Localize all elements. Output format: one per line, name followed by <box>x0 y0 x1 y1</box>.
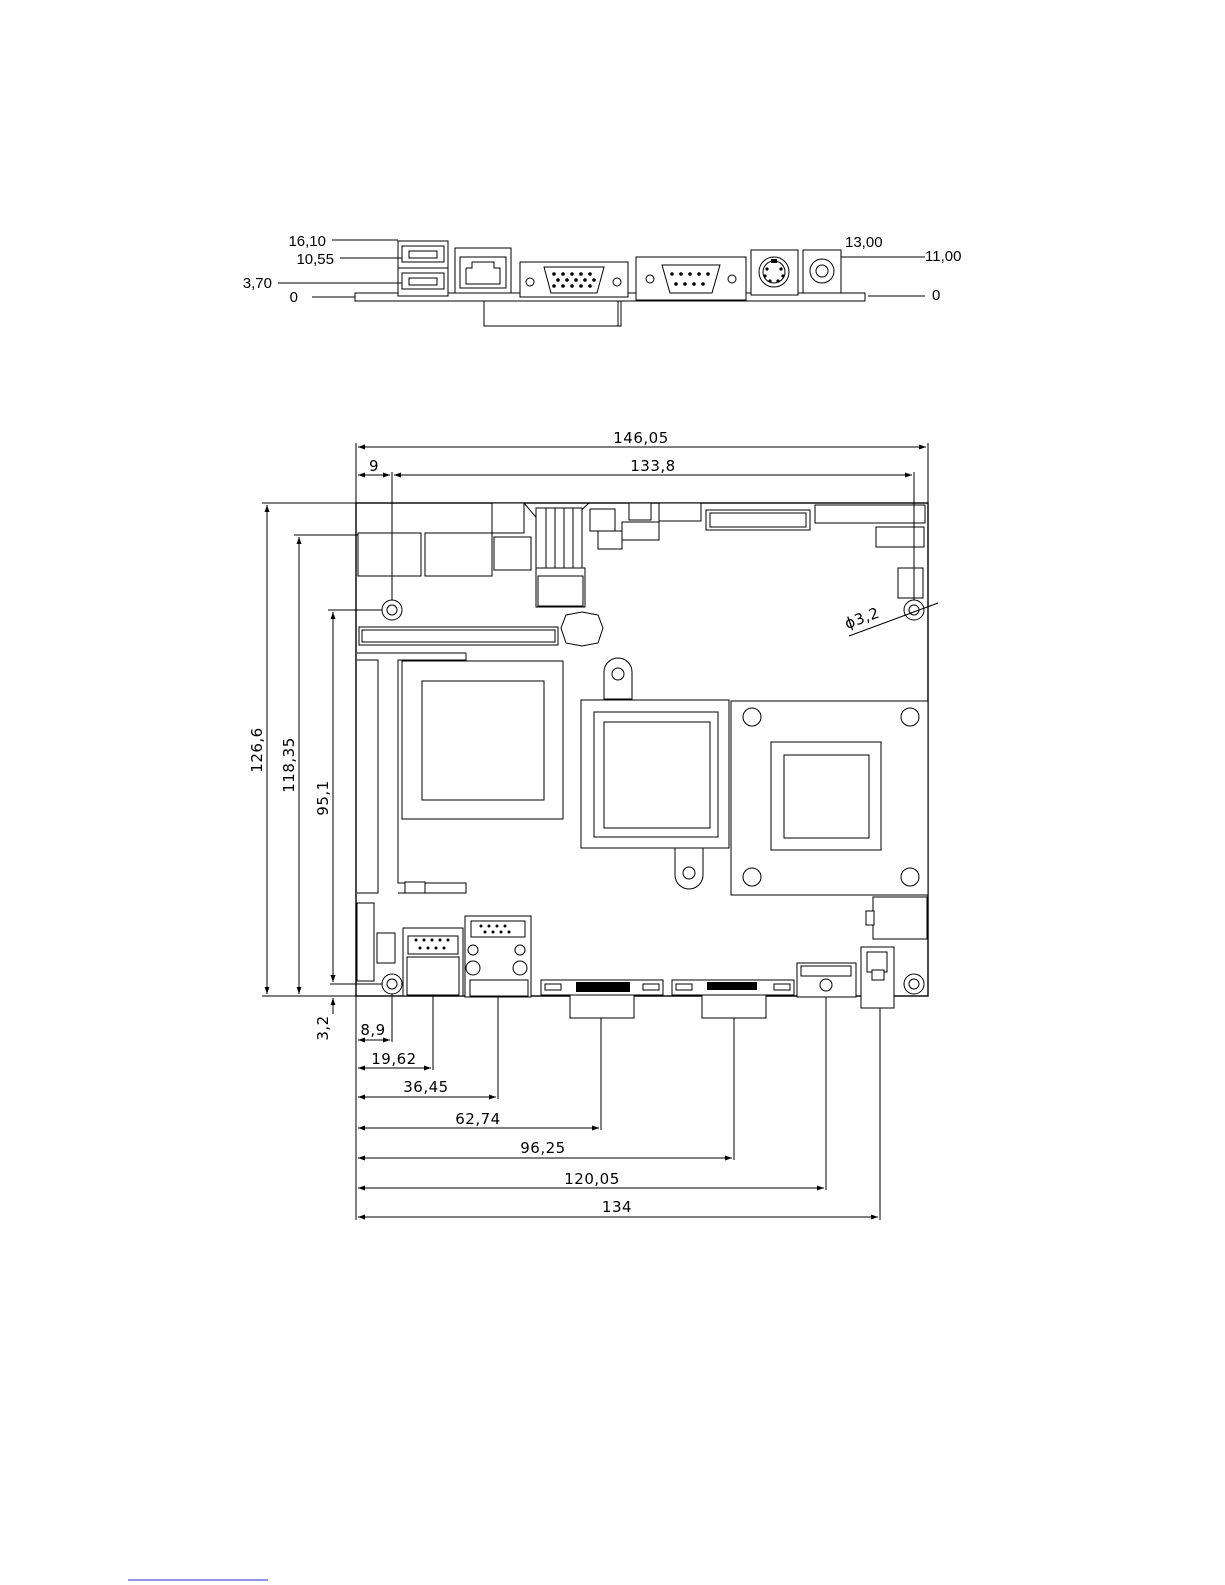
mounting-hole-top-right <box>904 600 924 620</box>
height-label-13-00: 13,00 <box>845 234 883 251</box>
dim-offset-36-45: 36,45 <box>403 1078 448 1096</box>
dim-hole-span: 133,8 <box>630 457 675 475</box>
dim-hole-diameter: ϕ3,2 <box>842 604 882 633</box>
dim-height-a: 118,35 <box>280 737 298 793</box>
height-label-11-00: 11,00 <box>925 248 961 265</box>
top-edge-components <box>358 503 925 646</box>
dim-hole-y-offset: 3,2 <box>314 1015 332 1040</box>
dim-hole-offset: 9 <box>369 457 379 475</box>
dim-height-total: 126,6 <box>248 727 266 772</box>
chip-center <box>581 658 729 889</box>
dim-offset-62-74: 62,74 <box>455 1110 500 1128</box>
height-label-10-55: 10,55 <box>296 251 334 268</box>
dim-offset-19-62: 19,62 <box>371 1050 416 1068</box>
side-ps2-port <box>751 250 798 295</box>
side-dc-jack <box>803 250 841 293</box>
right-side-component <box>873 897 927 939</box>
dim-offset-134: 134 <box>602 1198 632 1216</box>
height-label-zero-right: 0 <box>932 287 940 304</box>
chip-right <box>731 701 928 895</box>
dim-width-total: 146,05 <box>613 429 669 447</box>
dim-offset-120-05: 120,05 <box>564 1170 620 1188</box>
bottom-edge-components <box>357 903 894 1018</box>
side-view: 16,10 10,55 3,70 0 13,00 11,00 0 <box>243 233 962 326</box>
chip-left <box>402 661 563 819</box>
dim-offset-96-25: 96,25 <box>520 1139 565 1157</box>
mounting-hole-bottom-right <box>904 974 924 994</box>
side-lan-port <box>455 248 511 293</box>
dim-offset-8-9: 8,9 <box>360 1021 385 1039</box>
side-vga-port <box>520 262 628 297</box>
side-usb-stack <box>398 241 448 296</box>
height-label-3-70: 3,70 <box>243 275 272 292</box>
side-bracket <box>484 301 621 326</box>
mounting-hole-top-left <box>382 600 402 620</box>
top-view: 146,05 9 133,8 126,6 118,35 95,1 3,2 ϕ3,… <box>248 429 938 1220</box>
side-com-port <box>636 257 746 300</box>
height-label-16-10: 16,10 <box>288 233 326 250</box>
mounting-hole-bottom-left <box>382 974 402 994</box>
height-label-zero-left: 0 <box>290 289 298 306</box>
dim-height-b: 95,1 <box>314 780 332 815</box>
